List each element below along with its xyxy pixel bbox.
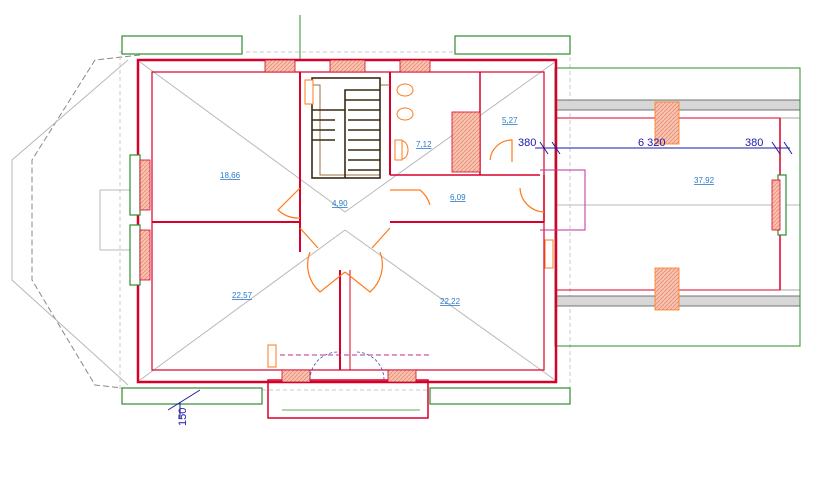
roof-outline: [11, 15, 800, 391]
area-label-room-5: 6,09: [450, 193, 466, 202]
dimension-line: [167, 141, 793, 418]
area-label-room-6: 22,57: [232, 291, 253, 300]
balcony-doors: [282, 351, 420, 411]
dimension-span: 6 320: [638, 137, 666, 149]
bathroom-fixtures: [267, 79, 554, 368]
area-label-room-1: 18,66: [220, 171, 241, 180]
area-label-room-7: 22,22: [440, 297, 461, 306]
windows: [121, 35, 787, 405]
dimension-wall-offset: 150: [177, 408, 189, 426]
area-label-room-8: 37,92: [694, 176, 715, 185]
area-labels: 18,66 4,90 7,12 5,27 6,09 22,57 22,22 37…: [220, 116, 715, 306]
dimension-left-offset: 380: [518, 137, 536, 149]
staircase: [311, 77, 381, 179]
area-label-room-4: 5,27: [502, 116, 518, 125]
dimension-right-offset: 380: [745, 137, 763, 149]
doors: [277, 139, 545, 293]
hatched-elements: [139, 59, 781, 383]
area-label-room-3: 7,12: [416, 140, 432, 149]
area-label-room-2: 4,90: [332, 199, 348, 208]
